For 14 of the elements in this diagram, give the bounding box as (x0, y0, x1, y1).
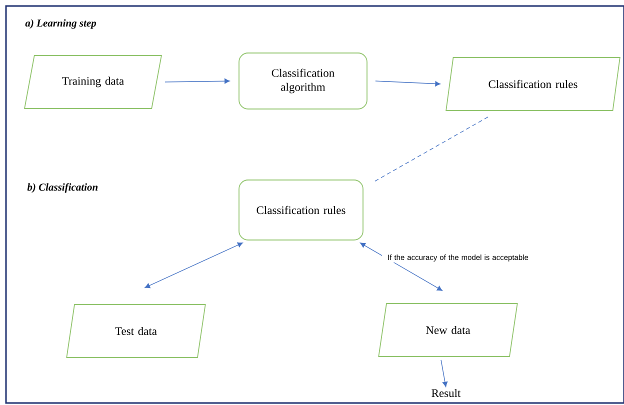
result-text: Result (432, 388, 461, 398)
section-heading: a) Learning step (25, 19, 96, 29)
process-box: Classification algorithm (238, 52, 368, 110)
data-parallelogram: Test data (66, 304, 206, 358)
arrow (440, 360, 448, 388)
arrow (375, 80, 440, 86)
section-heading: b) Classification (27, 183, 98, 193)
data-parallelogram: Classification rules (446, 57, 620, 111)
arrow (164, 78, 230, 84)
data-parallelogram: Training data (24, 55, 162, 109)
arrow (144, 242, 243, 288)
data-parallelogram: New data (378, 303, 518, 357)
process-box: Classification rules (238, 180, 364, 240)
arrow (360, 242, 442, 291)
